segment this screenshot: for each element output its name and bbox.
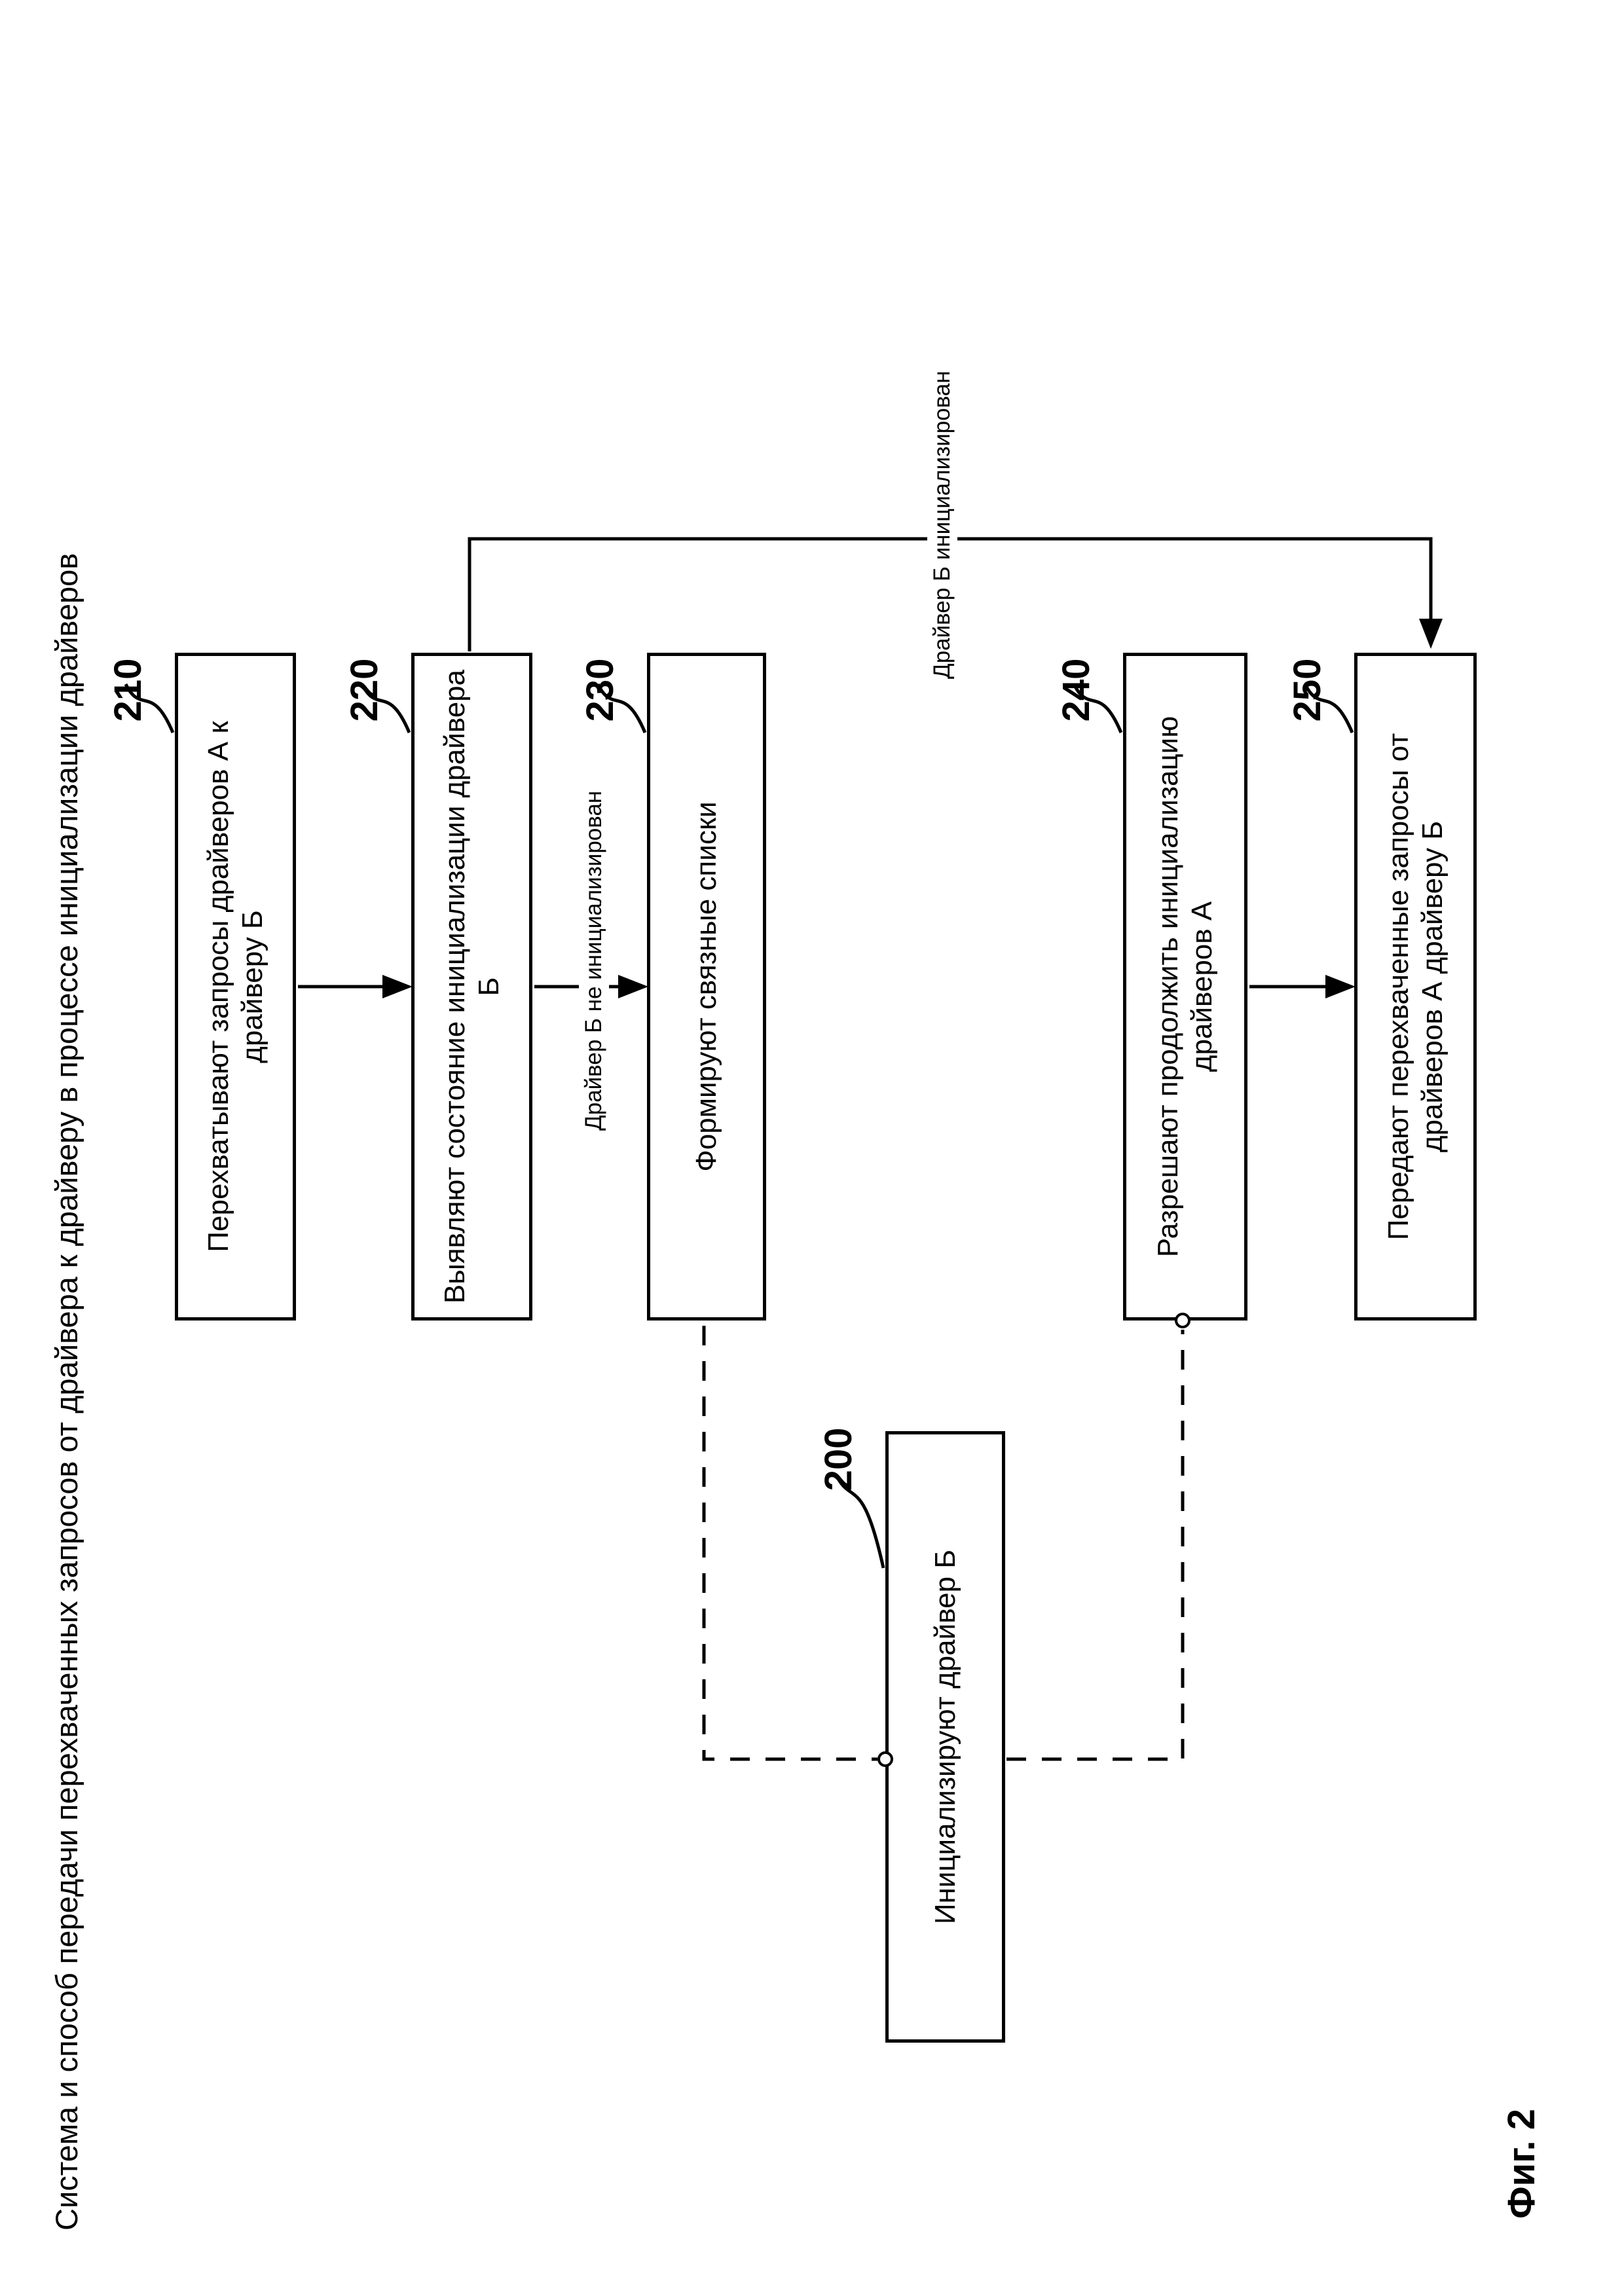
step-240-label: Разрешают продолжить инициализацию драйв… — [1152, 716, 1218, 1258]
flowchart-step-220: Выявляют состояние инициализации драйвер… — [411, 653, 532, 1321]
step-250-label: Передают перехваченные запросы от драйве… — [1382, 733, 1449, 1241]
refnum-200: 200 — [817, 1427, 860, 1491]
step-210-label: Перехватывают запросы драйверов А к драй… — [202, 721, 268, 1252]
refnum-220: 220 — [343, 658, 386, 722]
step-230-label: Формируют связные списки — [690, 801, 723, 1172]
arrow-220-to-230-head — [618, 975, 648, 998]
dashed-link-230-to-200 — [702, 1326, 893, 1767]
dashed-200-to-240-path — [1006, 1330, 1185, 1761]
arrow-240-to-250 — [1249, 975, 1356, 998]
step-200-label: Инициализируют драйвер Б — [929, 1549, 961, 1925]
figure-number-label: Фиг. 2 — [1500, 2109, 1543, 2219]
edge-label-driver-b-initialized: Драйвер Б инициализирован — [927, 371, 957, 679]
refnum-240: 240 — [1055, 658, 1098, 722]
dashed-230-to-200-path — [702, 1326, 877, 1761]
arrow-240-to-250-head — [1325, 975, 1356, 998]
arrow-210-to-220-head — [382, 975, 413, 998]
refnum-210: 210 — [107, 658, 149, 722]
flowchart-step-200: Инициализируют драйвер Б — [885, 1431, 1005, 2043]
arrow-210-to-220 — [298, 975, 413, 998]
refnum-230: 230 — [579, 658, 621, 722]
flowchart-step-240: Разрешают продолжить инициализацию драйв… — [1123, 653, 1247, 1321]
edge-label-driver-b-not-initialized: Драйвер Б не инициализирован — [579, 791, 609, 1131]
step-220-label: Выявляют состояние инициализации драйвер… — [438, 669, 505, 1304]
arrow-220-bypass-head — [1419, 619, 1443, 649]
flowchart-step-250: Передают перехваченные запросы от драйве… — [1354, 653, 1477, 1321]
refnum-250: 250 — [1286, 658, 1329, 722]
figure-title: Система и способ передачи перехваченных … — [49, 553, 84, 2231]
flowchart-step-230: Формируют связные списки — [647, 653, 766, 1321]
dashed-link-200-to-240 — [1006, 1313, 1190, 1761]
flowchart-step-210: Перехватывают запросы драйверов А к драй… — [175, 653, 296, 1321]
